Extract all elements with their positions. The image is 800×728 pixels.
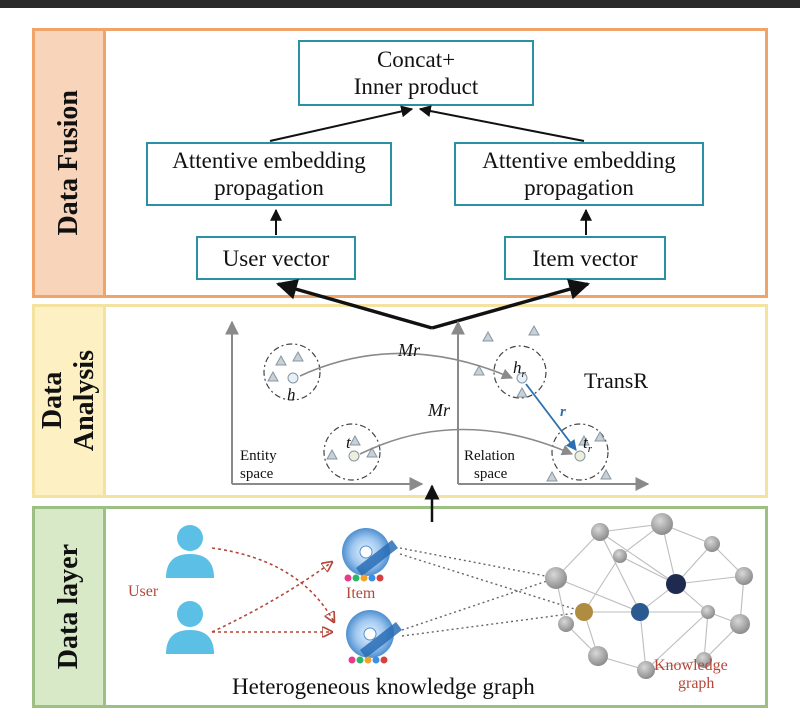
relation-space-line2: space bbox=[474, 466, 508, 482]
data-layer-panel: Data layer bbox=[32, 506, 768, 708]
attentive-embedding-left-box: Attentive embedding propagation bbox=[146, 142, 392, 206]
mr-label-bottom: Mr bbox=[427, 400, 451, 420]
data-fusion-side-label: Data Fusion bbox=[35, 31, 106, 295]
knowledge-graph-label-line2: graph bbox=[678, 675, 714, 692]
top-rule bbox=[0, 0, 800, 8]
user-icon-bottom bbox=[166, 601, 214, 654]
entity-t-cluster bbox=[323, 423, 381, 481]
item-label: Item bbox=[346, 585, 376, 602]
arrow-left-to-concat bbox=[269, 105, 414, 142]
heterogeneous-knowledge-graph-caption: Heterogeneous knowledge graph bbox=[232, 674, 535, 699]
t-label: t bbox=[346, 433, 352, 452]
concat-line2: Inner product bbox=[353, 74, 479, 99]
user-icon-top bbox=[166, 525, 214, 578]
mr-label-top: Mr bbox=[397, 340, 421, 360]
item-vector-box: Item vector bbox=[504, 236, 666, 280]
attentive-right-line1: Attentive embedding bbox=[482, 148, 676, 173]
attentive-right-line2: propagation bbox=[524, 175, 634, 200]
user-vector-box: User vector bbox=[196, 236, 356, 280]
relation-hr-cluster bbox=[473, 324, 547, 399]
user-label: User bbox=[128, 583, 159, 600]
data-analysis-side-label: Data Analysis bbox=[35, 307, 106, 495]
user-vector-label: User vector bbox=[222, 245, 330, 271]
fusion-arrows bbox=[269, 105, 592, 235]
item-graph-links bbox=[399, 547, 585, 637]
entity-h-cluster bbox=[263, 343, 321, 401]
hr-label: hr bbox=[513, 358, 527, 380]
knowledge-graph-label-line1: Knowledge bbox=[654, 657, 728, 674]
concat-line1: Concat+ bbox=[376, 47, 456, 72]
attentive-left-line1: Attentive embedding bbox=[172, 148, 366, 173]
r-label: r bbox=[560, 404, 566, 420]
data-layer-side-label: Data layer bbox=[35, 509, 106, 705]
item-disc-icon-top bbox=[342, 528, 398, 582]
item-disc-icon-bottom bbox=[346, 610, 402, 664]
arrow-right-to-concat bbox=[418, 105, 585, 142]
relation-space-axes bbox=[451, 320, 650, 491]
tr-label: tr bbox=[583, 433, 593, 455]
arrow-to-item-vector bbox=[431, 279, 591, 330]
mr-curve-bottom bbox=[359, 428, 574, 456]
user-item-links bbox=[211, 547, 334, 632]
item-vector-label: Item vector bbox=[532, 245, 638, 271]
attentive-embedding-right-box: Attentive embedding propagation bbox=[454, 142, 704, 206]
mr-curve-top bbox=[299, 352, 514, 380]
entity-space-line2: space bbox=[240, 466, 274, 482]
concat-inner-product-box: Concat+ Inner product bbox=[298, 40, 534, 106]
transr-label: TransR bbox=[584, 368, 648, 393]
entity-space-line1: Entity bbox=[240, 448, 277, 464]
entity-space-axes bbox=[225, 320, 424, 491]
attentive-left-line2: propagation bbox=[214, 175, 324, 200]
r-relation-vector bbox=[525, 383, 577, 451]
relation-tr-cluster bbox=[546, 423, 612, 482]
data-analysis-panel: Data Analysis bbox=[32, 304, 768, 498]
arrow-to-user-vector bbox=[275, 279, 433, 330]
relation-space-line1: Relation bbox=[464, 448, 515, 464]
knowledge-graph-network bbox=[545, 513, 753, 679]
h-label: h bbox=[287, 385, 296, 404]
data-fusion-panel: Data Fusion bbox=[32, 28, 768, 298]
